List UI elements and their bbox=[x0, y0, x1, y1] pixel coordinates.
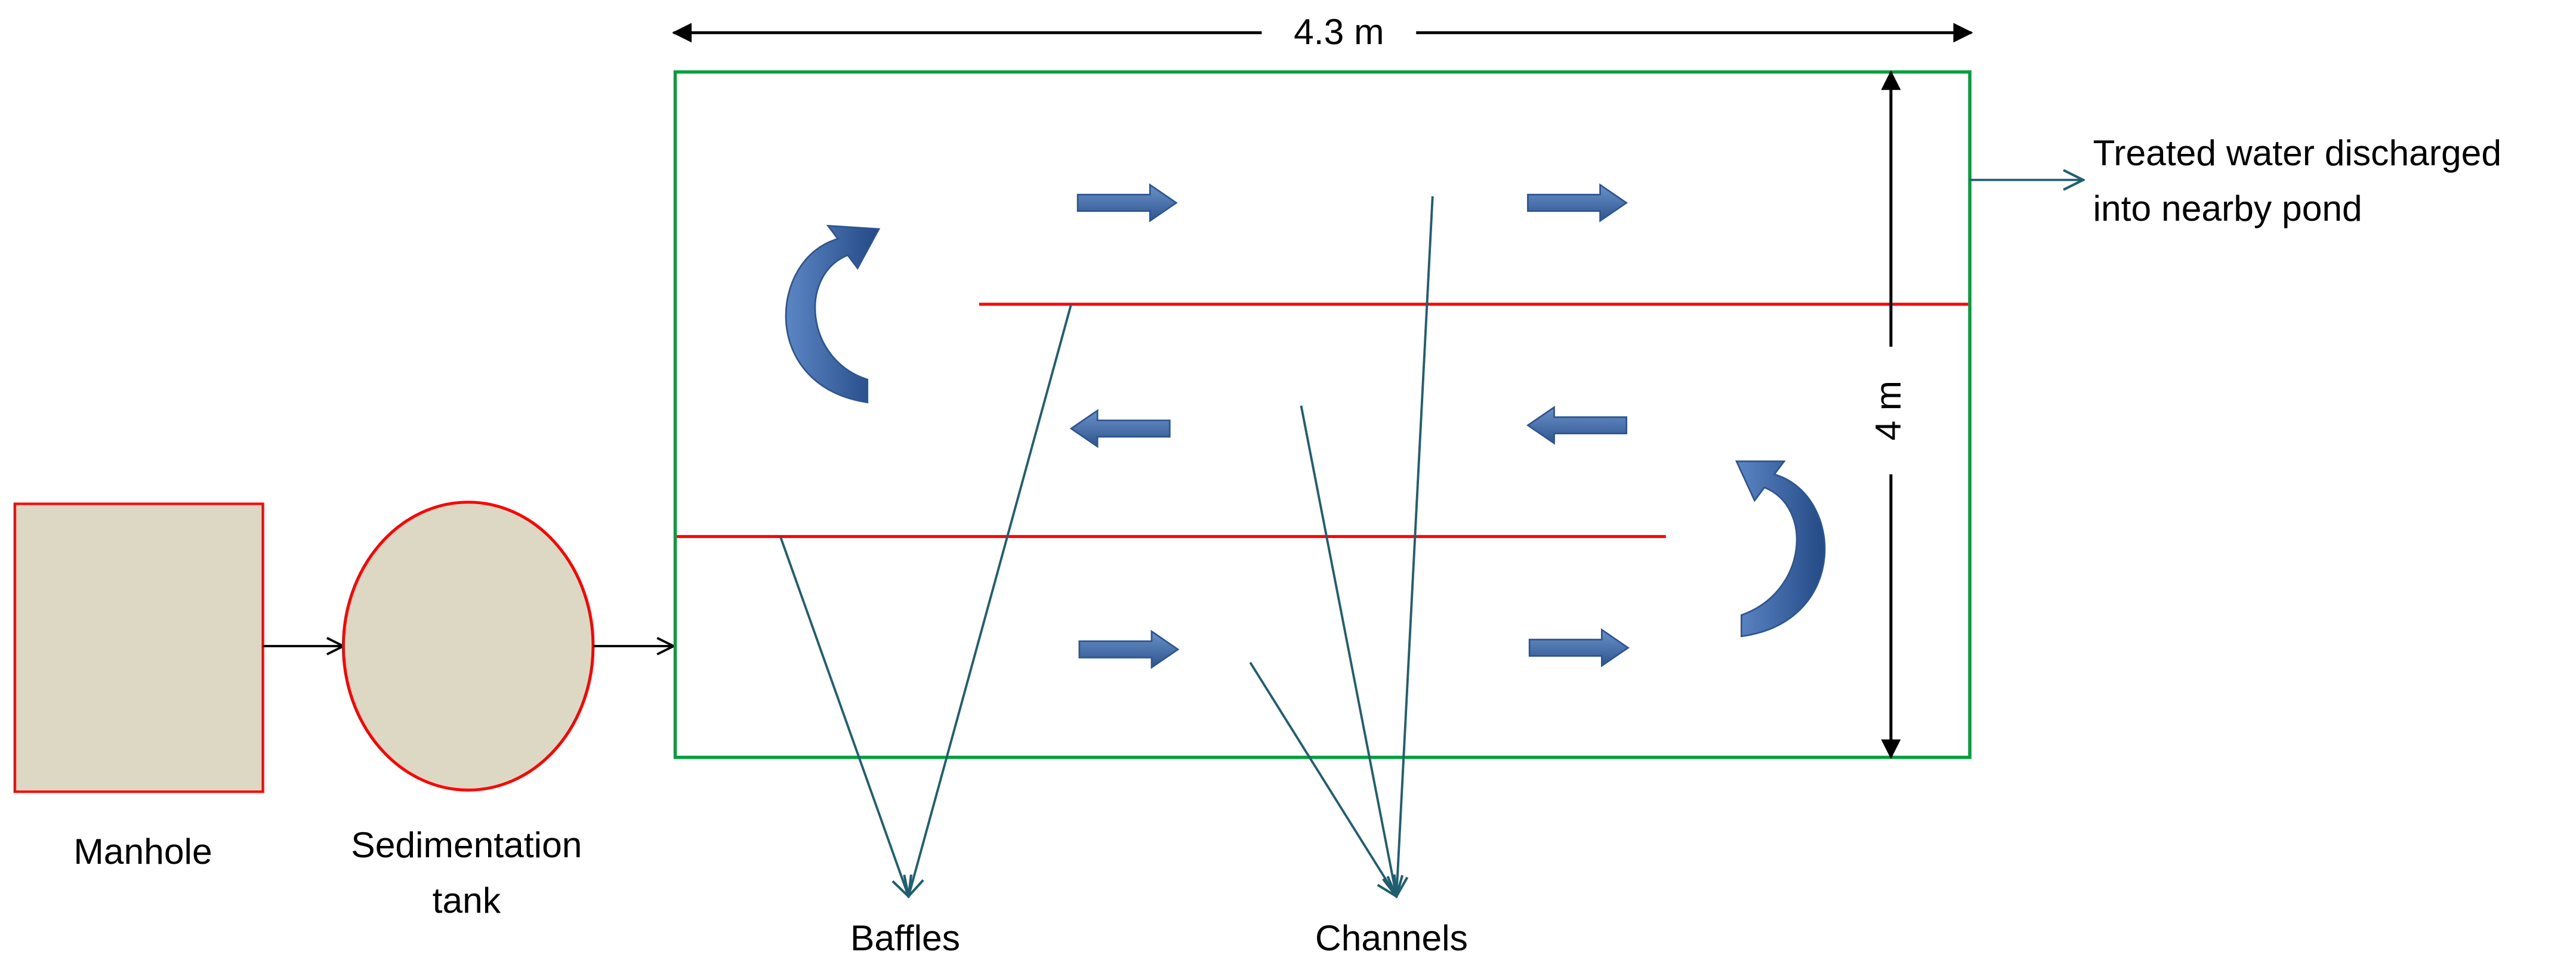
sedimentation-tank bbox=[341, 501, 595, 792]
height-dimension-label: 4 m bbox=[1868, 381, 1908, 441]
baffles-label: Baffles bbox=[850, 918, 960, 958]
left-arrow-icon bbox=[1526, 406, 1628, 445]
channels-pointer bbox=[1249, 662, 1396, 897]
right-arrow-icon bbox=[1527, 183, 1628, 223]
right-arrow-icon bbox=[1528, 628, 1630, 668]
left-arrow-icon bbox=[1069, 409, 1171, 449]
right-arrow-icon bbox=[1076, 183, 1178, 223]
baffles-pointer bbox=[779, 536, 909, 896]
manhole-box bbox=[13, 502, 264, 793]
sedimentation-label-2: tank bbox=[433, 880, 501, 920]
manhole-label: Manhole bbox=[73, 831, 212, 872]
right-arrow-icon bbox=[1078, 629, 1180, 669]
baffles-pointer bbox=[909, 304, 1072, 897]
wetland-bed bbox=[673, 70, 1972, 759]
channels-pointer bbox=[1300, 405, 1397, 897]
treated-water-label: Treated water discharged bbox=[2093, 132, 2501, 173]
treated-water-label-2: into nearby pond bbox=[2093, 188, 2362, 228]
channels-pointer bbox=[1396, 196, 1434, 897]
curved-arrow-icon bbox=[1735, 460, 1826, 638]
channels-label: Channels bbox=[1315, 918, 1468, 958]
curved-arrow-icon bbox=[785, 224, 881, 404]
sedimentation-label: Sedimentation bbox=[351, 824, 582, 865]
width-dimension-label: 4.3 m bbox=[1294, 11, 1384, 52]
